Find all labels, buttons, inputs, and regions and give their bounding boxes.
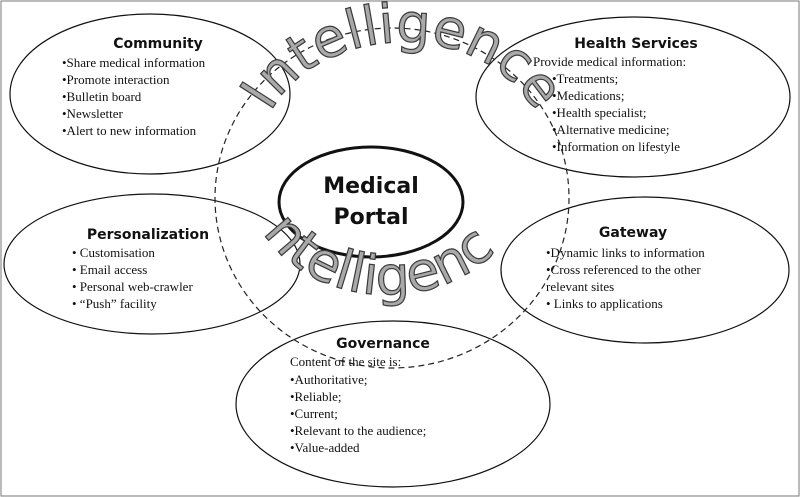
gateway-item-4: • Links to applications xyxy=(546,296,663,311)
community-ellipse xyxy=(9,13,291,175)
health-services-item-2: •Medications; xyxy=(552,88,624,103)
community-item-3: •Bulletin board xyxy=(62,89,142,104)
gateway-item-2: •Cross referenced to the other xyxy=(546,262,701,277)
community-item-5: •Alert to new information xyxy=(62,123,197,138)
personalization-ellipse xyxy=(3,193,301,335)
personalization-title: Personalization xyxy=(87,227,209,243)
governance-title: Governance xyxy=(336,336,430,352)
governance-ellipse xyxy=(235,320,551,488)
health-services-item-4: •Alternative medicine; xyxy=(552,122,670,137)
gateway-item-1: •Dynamic links to information xyxy=(546,245,705,260)
health-services-ellipse xyxy=(475,16,791,178)
gateway-ellipse xyxy=(500,196,790,344)
personalization-item-3: • Personal web-crawler xyxy=(72,279,193,294)
center-ellipse xyxy=(277,145,465,259)
personalization-item-2: • Email access xyxy=(72,262,147,277)
gateway-title: Gateway xyxy=(599,225,667,241)
center-line2: Portal xyxy=(334,205,409,230)
community-item-4: •Newsletter xyxy=(62,106,124,121)
gateway-item-3: relevant sites xyxy=(546,279,614,294)
community-item-2: •Promote interaction xyxy=(62,72,170,87)
health-services-title: Health Services xyxy=(574,36,698,52)
community-item-1: •Share medical information xyxy=(62,55,206,70)
governance-item-2: •Reliable; xyxy=(290,389,341,404)
health-services-item-1: •Treatments; xyxy=(552,71,618,86)
governance-intro: Content of the site is: xyxy=(290,354,401,369)
health-services-intro: Provide medical information: xyxy=(533,54,686,69)
intelligence-top-path: Intelligence xyxy=(227,0,577,120)
governance-item-1: •Authoritative; xyxy=(290,372,367,387)
personalization-item-1: • Customisation xyxy=(72,245,155,260)
center-line1: Medical xyxy=(323,174,419,199)
health-services-item-5: •Information on lifestyle xyxy=(552,139,680,154)
governance-item-5: •Value-added xyxy=(290,440,360,455)
personalization-item-4: • “Push” facility xyxy=(72,296,157,311)
intelligence-dashed-circle xyxy=(214,27,570,369)
governance-item-4: •Relevant to the audience; xyxy=(290,423,426,438)
community-title: Community xyxy=(113,36,203,52)
intelligence-top-text: Intelligence xyxy=(228,0,576,119)
health-services-item-3: •Health specialist; xyxy=(552,105,646,120)
governance-item-3: •Current; xyxy=(290,406,338,421)
